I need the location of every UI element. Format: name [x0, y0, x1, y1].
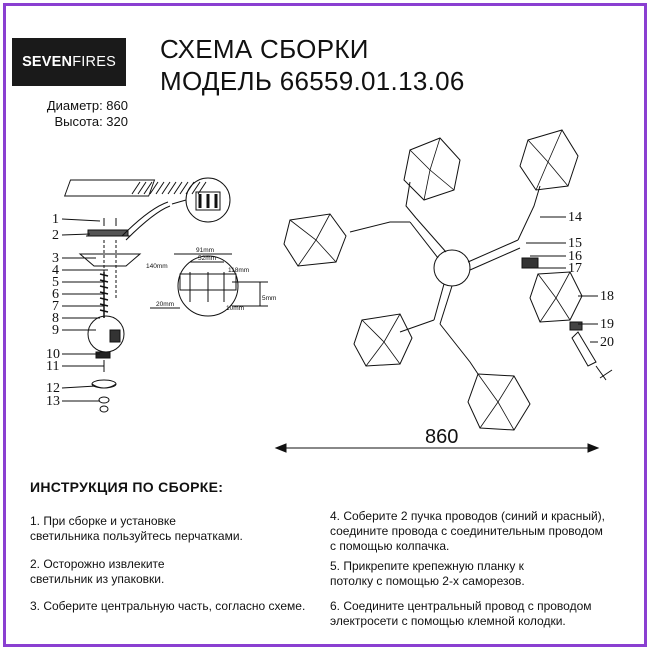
- shade-5: [467, 373, 531, 431]
- dim-91mm: 91mm: [196, 247, 214, 254]
- callout-lines-right: [526, 216, 598, 343]
- callout-8: 8: [52, 311, 59, 326]
- callout-6: 6: [52, 287, 59, 302]
- callout-10: 10: [46, 347, 60, 362]
- instruction-step-4: 4. Соберите 2 пучка проводов (синий и кр…: [330, 509, 605, 553]
- callout-5: 5: [52, 275, 59, 290]
- shade-6: [529, 271, 583, 323]
- shade-4: [353, 313, 413, 367]
- callout-16: 16: [568, 249, 582, 264]
- instruction-step-5: 5. Прикрепите крепежную планку к потолку…: [330, 559, 525, 588]
- chandelier-top-view: [283, 129, 613, 431]
- bracket-detail: [150, 253, 268, 317]
- instructions-title: ИНСТРУКЦИЯ ПО СБОРКЕ:: [30, 479, 224, 495]
- page-frame: [3, 3, 647, 647]
- callout-12: 12: [46, 381, 60, 396]
- instruction-step-2: 2. Осторожно извлеките светильник из упа…: [30, 557, 165, 586]
- page-title: СХЕМА СБОРКИ: [160, 34, 369, 64]
- callout-14: 14: [568, 210, 582, 225]
- callout-19: 19: [600, 317, 614, 332]
- dim-118mm: 118mm: [228, 267, 249, 274]
- callout-3: 3: [52, 251, 59, 266]
- diameter-spec: Диаметр: 860: [46, 98, 128, 113]
- model-title: МОДЕЛЬ 66559.01.13.06: [160, 66, 465, 96]
- overall-diameter-label: 860: [425, 426, 459, 448]
- callout-11: 11: [46, 359, 59, 374]
- dim-140mm: 140mm: [146, 263, 168, 270]
- shade-2: [283, 213, 347, 267]
- callout-13: 13: [46, 394, 60, 409]
- instruction-step-6: 6. Соедините центральный провод с провод…: [330, 599, 592, 628]
- wiring-zoom: [171, 177, 231, 223]
- dim-52mm: 52mm: [198, 255, 216, 262]
- callout-7: 7: [52, 299, 59, 314]
- callout-18: 18: [600, 289, 614, 304]
- callout-lines-left: [61, 218, 108, 402]
- ceiling-hatch: [63, 179, 207, 197]
- dim-5mm: 5mm: [262, 295, 276, 302]
- instruction-step-1: 1. При сборке и установке светильника по…: [30, 514, 243, 543]
- callout-4: 4: [52, 263, 59, 278]
- callout-17: 17: [568, 261, 582, 276]
- dim-20mm: 20mm: [156, 301, 174, 308]
- dimension-860: [274, 443, 600, 453]
- callout-15: 15: [568, 236, 582, 251]
- callout-9: 9: [52, 323, 59, 338]
- height-spec: Высота: 320: [54, 114, 128, 129]
- callout-2: 2: [52, 228, 59, 243]
- callout-20: 20: [600, 335, 614, 350]
- brand-logo-regular: FIRES: [72, 54, 116, 70]
- callout-1: 1: [52, 212, 59, 227]
- instruction-step-3: 3. Соберите центральную часть, согласно …: [30, 599, 306, 613]
- dim-10mm: 10mm: [226, 305, 244, 312]
- shade-1: [403, 137, 461, 201]
- brand-logo-bold: SEVEN: [22, 54, 73, 70]
